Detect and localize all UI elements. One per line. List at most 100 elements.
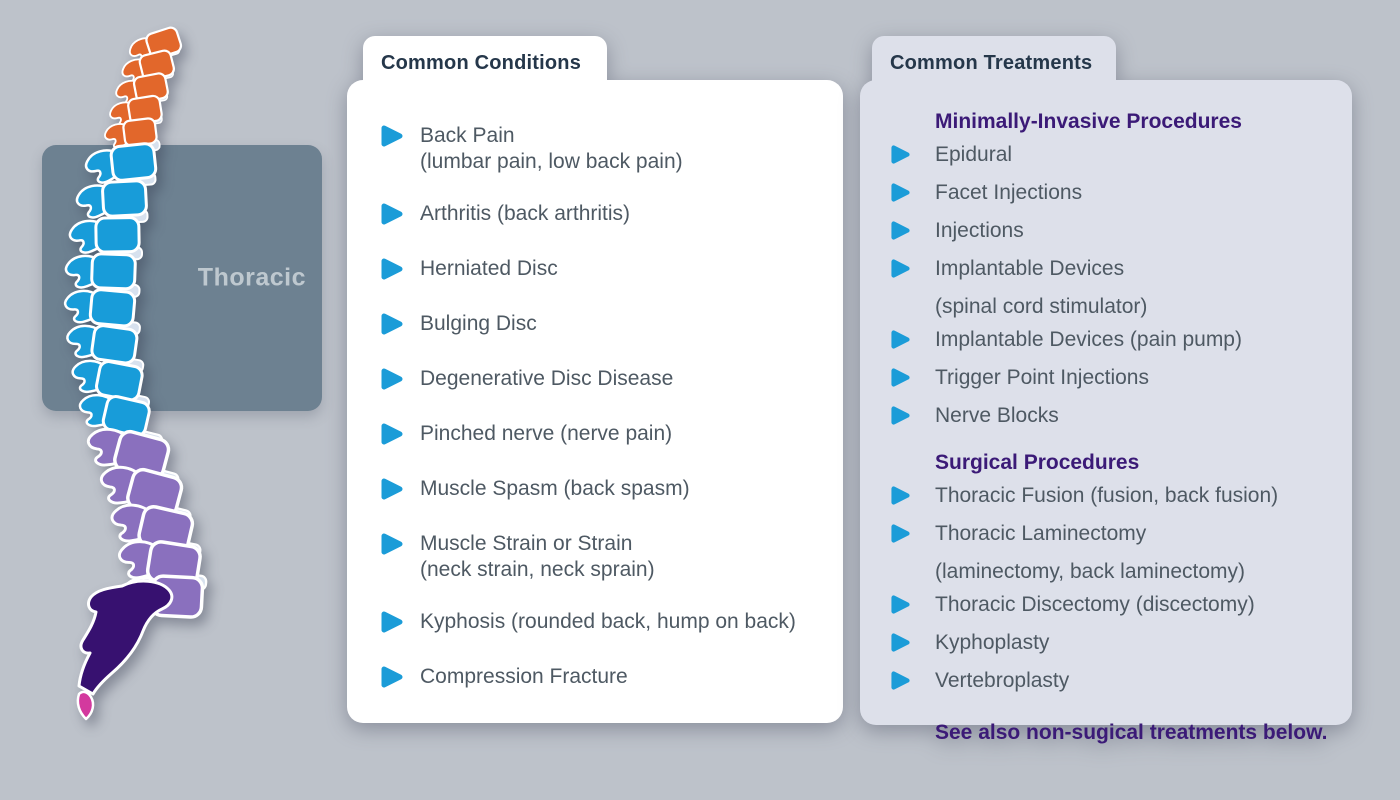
thoracic-region-label: Thoracic	[197, 263, 306, 292]
list-item: (laminectomy, back laminectomy)	[890, 555, 1344, 588]
bullet-triangle-icon	[381, 313, 403, 335]
condition-text: Degenerative Disc Disease	[420, 367, 674, 390]
condition-text: Pinched nerve (nerve pain)	[420, 422, 673, 445]
list-item: Herniated Disc	[380, 256, 833, 285]
bullet-triangle-icon	[891, 406, 910, 425]
treatment-text: Thoracic Discectomy (discectomy)	[935, 593, 1255, 616]
bullet-triangle-icon	[380, 666, 404, 693]
bullet-triangle-icon	[891, 486, 910, 505]
bullet-triangle-icon	[891, 145, 910, 164]
bullet-triangle-icon	[890, 176, 935, 214]
list-item: Bulging Disc	[380, 311, 833, 340]
list-item: Vertebroplasty	[890, 664, 1344, 702]
bullet-triangle-icon	[890, 138, 935, 176]
bullet-triangle-icon	[891, 368, 910, 387]
treatment-text: Implantable Devices (pain pump)	[935, 328, 1242, 351]
bullet-spacer	[890, 555, 935, 588]
list-item: Implantable Devices (pain pump)	[890, 323, 1344, 361]
list-item: Nerve Blocks	[890, 399, 1344, 437]
condition-text: Arthritis (back arthritis)	[420, 202, 631, 225]
bullet-triangle-icon	[890, 664, 935, 702]
condition-text: Bulging Disc	[420, 312, 537, 335]
bullet-triangle-icon	[380, 478, 404, 505]
list-item: Thoracic Laminectomy	[890, 517, 1344, 555]
list-item: Trigger Point Injections	[890, 361, 1344, 399]
bullet-triangle-icon	[380, 258, 404, 285]
treatment-text: Implantable Devices	[935, 257, 1125, 280]
bullet-triangle-icon	[891, 524, 910, 543]
list-item: Kyphoplasty	[890, 626, 1344, 664]
treatment-text: (spinal cord stimulator)	[935, 295, 1148, 318]
list-item: Arthritis (back arthritis)	[380, 201, 833, 230]
list-item: Degenerative Disc Disease	[380, 366, 833, 395]
bullet-triangle-icon	[380, 533, 404, 583]
bullet-triangle-icon	[890, 214, 935, 252]
sacrum-segment	[77, 579, 174, 696]
bullet-triangle-icon	[890, 252, 935, 290]
treatment-text: Trigger Point Injections	[935, 366, 1149, 389]
conditions-list: Back Pain(lumbar pain, low back pain)Art…	[347, 80, 843, 693]
treatments-section-heading: Minimally-Invasive Procedures	[935, 110, 1242, 133]
bullet-triangle-icon	[890, 626, 935, 664]
condition-text: Herniated Disc	[420, 257, 558, 280]
list-item: (spinal cord stimulator)	[890, 290, 1344, 323]
bullet-triangle-icon	[381, 368, 403, 390]
tab-common-treatments-label: Common Treatments	[890, 51, 1093, 74]
condition-text: Kyphosis (rounded back, hump on back)	[420, 610, 796, 633]
treatment-text: Epidural	[935, 143, 1013, 166]
list-item: Compression Fracture	[380, 664, 833, 693]
list-item: Muscle Strain or Strain(neck strain, nec…	[380, 531, 833, 583]
bullet-triangle-icon	[381, 611, 403, 633]
bullet-triangle-icon	[890, 399, 935, 437]
bullet-triangle-icon	[890, 323, 935, 361]
list-item: Facet Injections	[890, 176, 1344, 214]
bullet-triangle-icon	[890, 479, 935, 517]
bullet-triangle-icon	[380, 313, 404, 340]
condition-text: Muscle Strain or Strain(neck strain, nec…	[420, 532, 655, 581]
treatments-section-heading: Surgical Procedures	[935, 451, 1140, 474]
bullet-triangle-icon	[891, 595, 910, 614]
bullet-triangle-icon	[381, 666, 403, 688]
bullet-triangle-icon	[381, 533, 403, 555]
bullet-triangle-icon	[890, 517, 935, 555]
bullet-triangle-icon	[381, 478, 403, 500]
bullet-triangle-icon	[380, 611, 404, 638]
treatment-text: (laminectomy, back laminectomy)	[935, 560, 1246, 583]
bullet-triangle-icon	[891, 259, 910, 278]
treatment-text: Thoracic Fusion (fusion, back fusion)	[935, 484, 1279, 507]
spine-svg	[63, 26, 208, 721]
list-item: Pinched nerve (nerve pain)	[380, 421, 833, 450]
bullet-triangle-icon	[381, 258, 403, 280]
bullet-triangle-icon	[891, 330, 910, 349]
list-item: Epidural	[890, 138, 1344, 176]
spine-illustration	[0, 0, 340, 800]
list-item: Thoracic Discectomy (discectomy)	[890, 588, 1344, 626]
bullet-triangle-icon	[380, 203, 404, 230]
bullet-triangle-icon	[891, 221, 910, 240]
condition-text: Muscle Spasm (back spasm)	[420, 477, 690, 500]
bullet-triangle-icon	[381, 125, 403, 147]
list-item: Muscle Spasm (back spasm)	[380, 476, 833, 505]
treatment-text: Facet Injections	[935, 181, 1083, 204]
list-item: Kyphosis (rounded back, hump on back)	[380, 609, 833, 638]
list-item: Injections	[890, 214, 1344, 252]
bullet-triangle-icon	[891, 633, 910, 652]
bullet-triangle-icon	[381, 203, 403, 225]
conditions-panel: Back Pain(lumbar pain, low back pain)Art…	[347, 80, 843, 723]
tab-common-conditions-label: Common Conditions	[381, 51, 582, 74]
bullet-triangle-icon	[380, 423, 404, 450]
bullet-triangle-icon	[890, 361, 935, 399]
bullet-triangle-icon	[891, 671, 910, 690]
condition-text: Compression Fracture	[420, 665, 628, 688]
treatment-text: Vertebroplasty	[935, 669, 1070, 692]
list-item: Implantable Devices	[890, 252, 1344, 290]
coccyx-segment	[76, 690, 95, 721]
bullet-triangle-icon	[890, 588, 935, 626]
treatment-text: Kyphoplasty	[935, 631, 1050, 654]
bullet-triangle-icon	[891, 183, 910, 202]
